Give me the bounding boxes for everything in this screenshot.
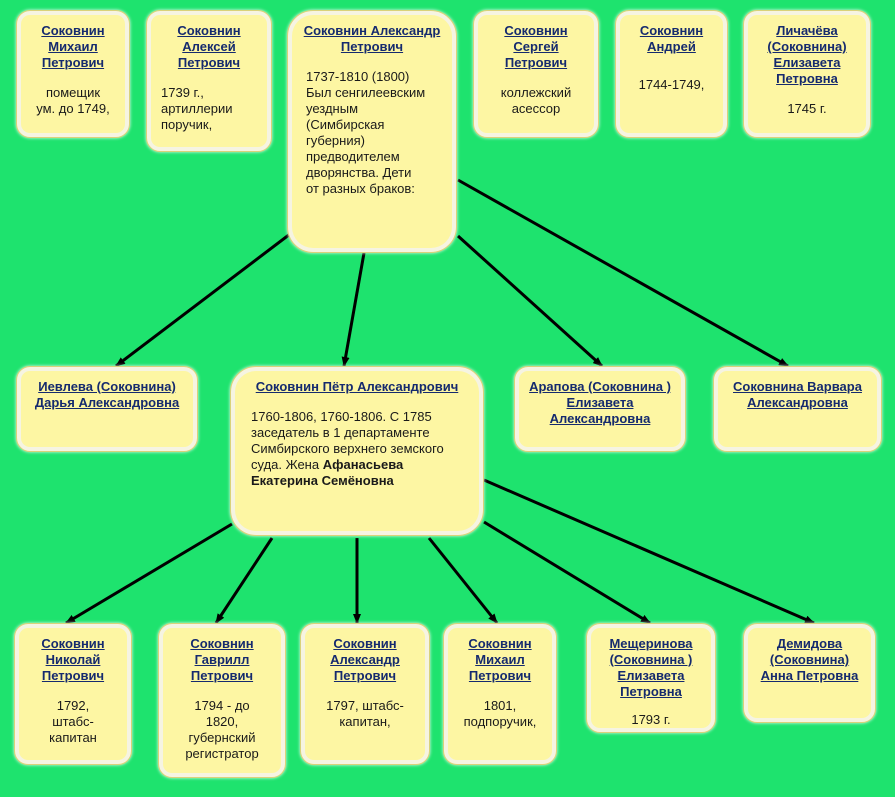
- edge-to-gavriil: [214, 537, 274, 624]
- person-info: 1801, подпоручик,: [463, 698, 537, 729]
- person-info: 1793 г.: [631, 712, 671, 727]
- person-info: 1797, штабс- капитан,: [326, 698, 404, 729]
- person-card-sokovnin-aleksey-petrovich: Соковнин Алексей Петрович 1739 г., артил…: [146, 10, 272, 152]
- person-name-link[interactable]: Соковнин Гаврилл Петрович: [190, 636, 254, 683]
- person-name-link[interactable]: Соковнин Алексей Петрович: [177, 23, 241, 70]
- person-name-link[interactable]: Мещеринова (Соковнина ) Елизавета Петров…: [609, 636, 693, 699]
- person-card-sokovnin-mikhail-petrovich: Соковнин Михаил Петрович помещик ум. до …: [16, 10, 130, 138]
- person-info: помещик ум. до 1749,: [36, 85, 110, 116]
- person-name-link[interactable]: Соковнин Пётр Александрович: [255, 379, 459, 394]
- person-card-arapova-elizaveta-aleksandrovna: Арапова (Соковнина ) Елизавета Александр…: [514, 366, 686, 452]
- person-info: коллежский асессор: [500, 85, 572, 116]
- person-card-sokovnin-aleksandr-petrovich: Соковнин Александр Петрович 1737-1810 (1…: [287, 10, 457, 253]
- person-name-link[interactable]: Личачёва (Соковнина) Елизавета Петровна: [767, 23, 847, 86]
- person-name-link[interactable]: Арапова (Соковнина ) Елизавета Александр…: [529, 379, 671, 426]
- person-name-link[interactable]: Соковнин Сергей Петрович: [504, 23, 568, 70]
- edge-to-mescherinova: [483, 520, 651, 625]
- person-info: 1760-1806, 1760-1806. С 1785 заседатель …: [251, 409, 444, 488]
- person-name-link[interactable]: Соковнин Александр Петрович: [330, 636, 400, 683]
- person-card-ievleva-darya-aleksandrovna: Иевлева (Соковнина) Дарья Александровна: [16, 366, 198, 452]
- person-info: 1745 г.: [787, 101, 827, 116]
- person-name-link[interactable]: Соковнин Андрей: [639, 23, 704, 54]
- spouse-name: Афанасьева Екатерина Семёновна: [251, 457, 404, 488]
- edge-to-mikhail-jr: [427, 537, 499, 624]
- person-card-lichacheva-elizaveta-petrovna: Личачёва (Соковнина) Елизавета Петровна …: [743, 10, 871, 138]
- person-card-sokovnin-petr-aleksandrovich: Соковнин Пётр Александрович 1760-1806, 1…: [230, 366, 484, 536]
- edge-to-varvara: [457, 178, 789, 368]
- person-card-sokovnin-aleksandr-petrovich-jr: Соковнин Александр Петрович 1797, штабс-…: [300, 623, 430, 765]
- person-info: 1739 г., артиллерии поручик,: [161, 85, 233, 132]
- person-card-mescherinova-elizaveta-petrovna: Мещеринова (Соковнина ) Елизавета Петров…: [586, 623, 716, 733]
- person-card-sokovnin-nikolay-petrovich: Соковнин Николай Петрович 1792, штабс- к…: [14, 623, 132, 765]
- person-info: 1737-1810 (1800) Был сенгилеевским уездн…: [306, 69, 426, 196]
- person-info: 1792, штабс- капитан: [49, 698, 97, 745]
- person-info: 1794 - до 1820, губернский регистратор: [185, 698, 259, 761]
- person-card-sokovnin-mikhail-petrovich-jr: Соковнин Михаил Петрович 1801, подпоручи…: [443, 623, 557, 765]
- edge-to-arapova: [456, 234, 604, 368]
- person-name-link[interactable]: Соковнина Варвара Александровна: [733, 379, 862, 410]
- edge-to-nikolay: [65, 522, 233, 625]
- person-name-link[interactable]: Соковнин Николай Петрович: [41, 636, 105, 683]
- person-name-link[interactable]: Соковнин Михаил Петрович: [468, 636, 532, 683]
- person-name-link[interactable]: Соковнин Александр Петрович: [303, 23, 441, 54]
- person-info: 1744-1749,: [638, 77, 705, 92]
- person-card-sokovnin-sergey-petrovich: Соковнин Сергей Петрович коллежский асес…: [473, 10, 599, 138]
- person-card-sokovnin-andrey: Соковнин Андрей 1744-1749,: [615, 10, 728, 138]
- person-name-link[interactable]: Иевлева (Соковнина) Дарья Александровна: [34, 379, 180, 410]
- person-card-demidova-anna-petrovna: Демидова (Соковнина) Анна Петровна: [743, 623, 876, 723]
- person-card-sokovnin-gavriil-petrovich: Соковнин Гаврилл Петрович 1794 - до 1820…: [158, 623, 286, 778]
- edge-to-demidova: [483, 478, 815, 625]
- person-name-link[interactable]: Демидова (Соковнина) Анна Петровна: [760, 636, 859, 683]
- edge-to-petr: [341, 252, 366, 367]
- person-card-sokovnina-varvara-aleksandrovna: Соковнина Варвара Александровна: [713, 366, 882, 452]
- edge-to-ievleva: [115, 226, 299, 368]
- person-name-link[interactable]: Соковнин Михаил Петрович: [41, 23, 105, 70]
